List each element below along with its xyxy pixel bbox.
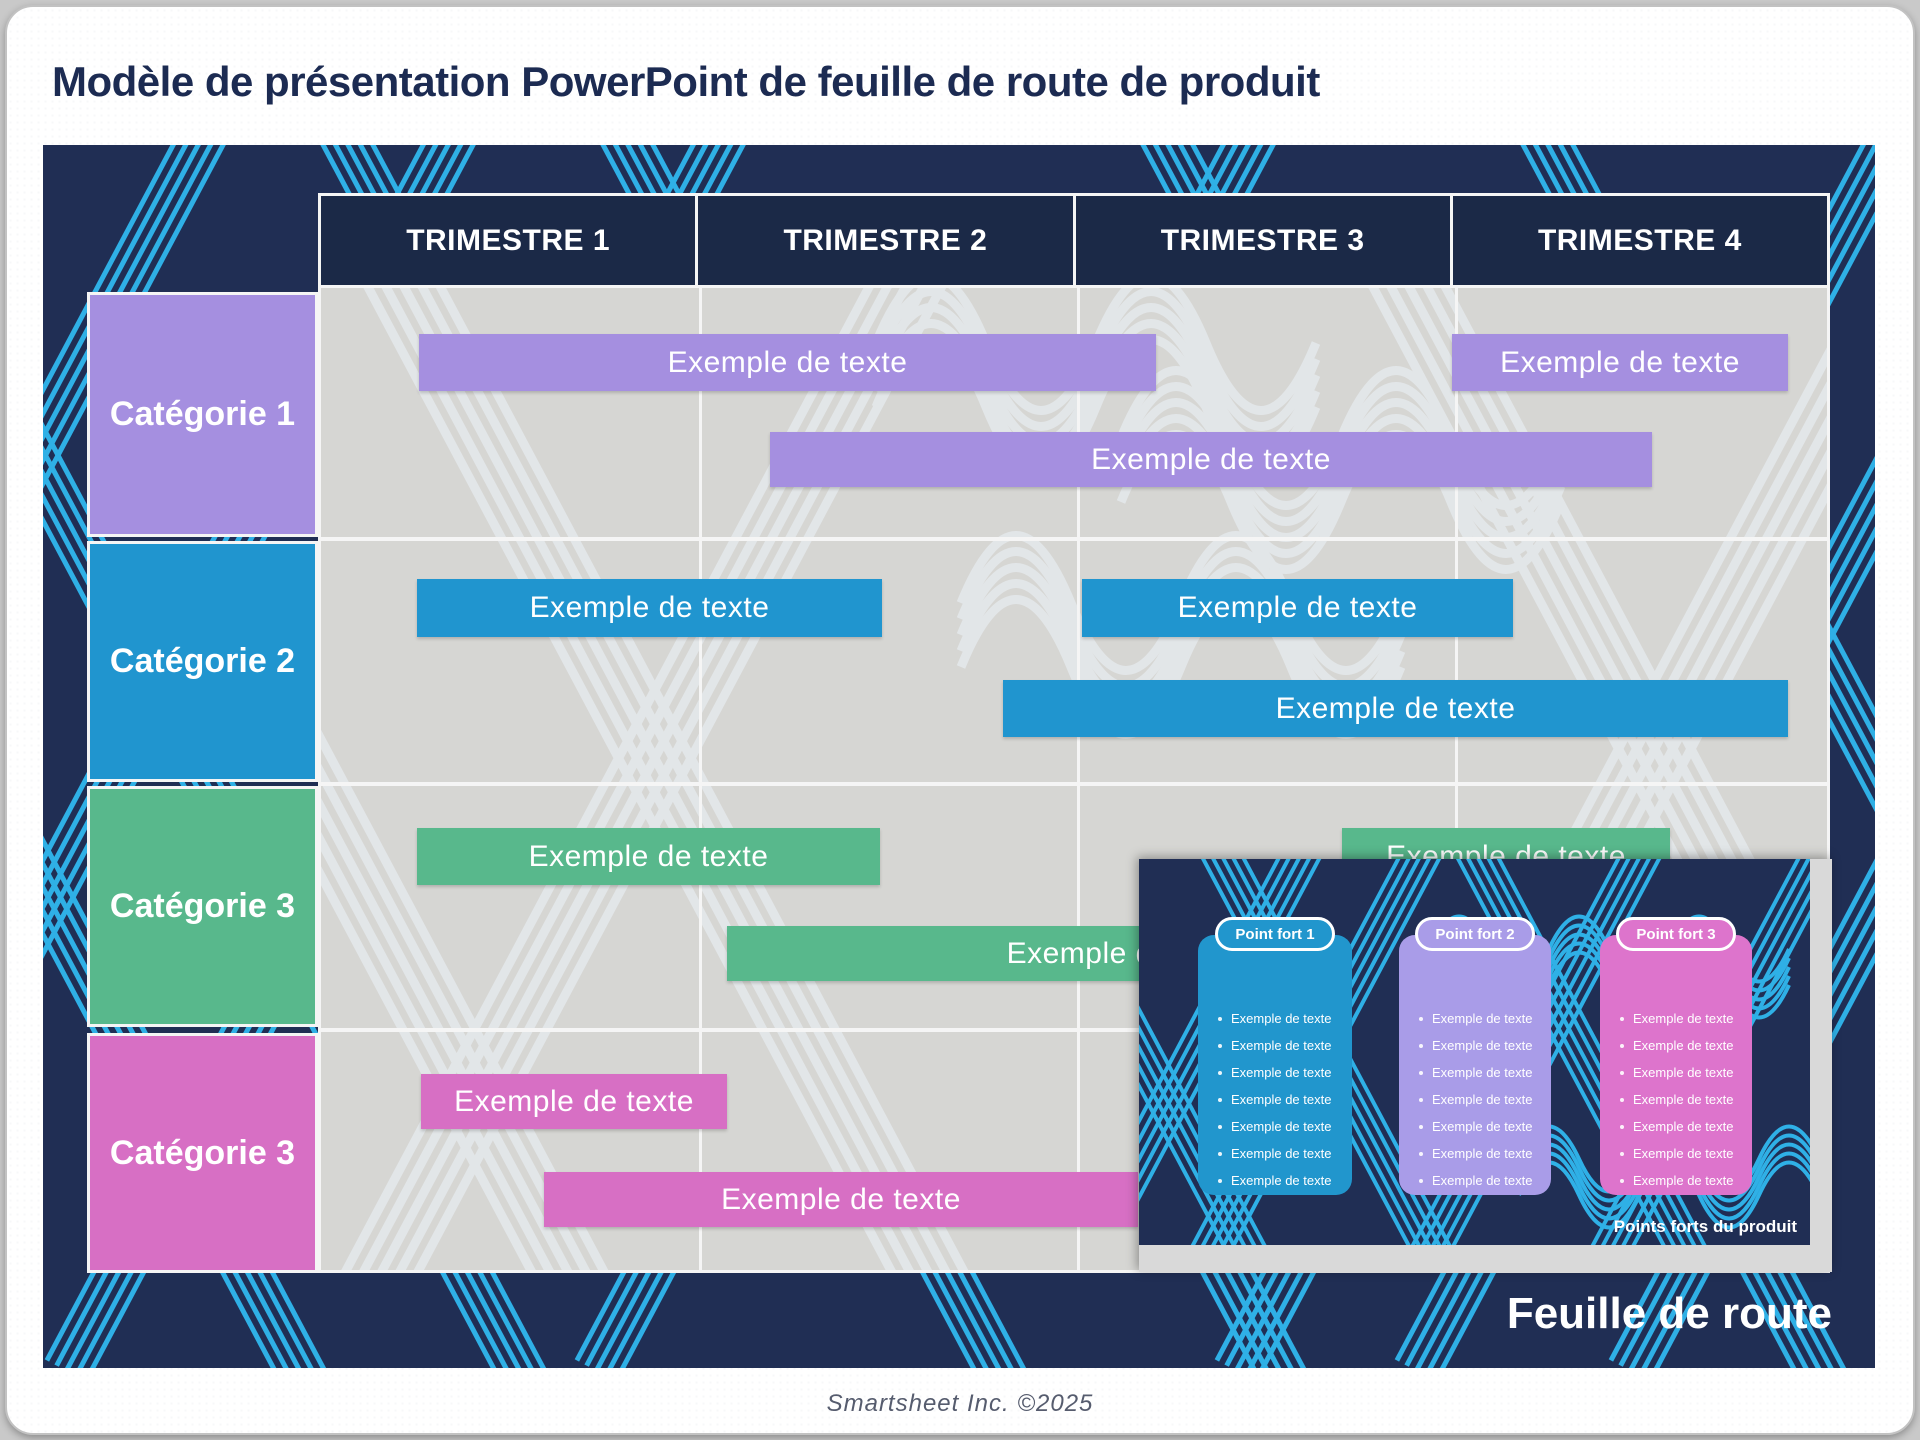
category-label: Catégorie 3 [109,1133,296,1172]
highlight-item: Exemple de texte [1618,1140,1746,1167]
category-label: Catégorie 2 [109,642,296,680]
grid-column-line [1455,288,1458,1270]
highlight-item: Exemple de texte [1417,1167,1545,1194]
slide-caption: Feuille de route [1506,1289,1832,1338]
highlight-item: Exemple de texte [1618,1113,1746,1140]
grid-column-line [699,288,702,1270]
highlight-item: Exemple de texte [1618,1086,1746,1113]
highlight-item: Exemple de texte [1216,1167,1346,1194]
grid-row-line [321,782,1827,786]
highlight-pill: Point fort 3 [1616,917,1736,951]
category-box-1: Catégorie 1 [87,292,318,537]
grid-column-line [1077,288,1080,1270]
highlight-item: Exemple de texte [1216,1140,1346,1167]
highlight-item: Exemple de texte [1618,1032,1746,1059]
highlight-item: Exemple de texte [1216,1086,1346,1113]
category-box-3: Catégorie 3 [87,786,318,1027]
grid-row-line [321,537,1827,541]
highlight-item: Exemple de texte [1417,1086,1545,1113]
quarter-header-1: TRIMESTRE 1 [321,196,696,285]
highlight-item: Exemple de texte [1216,1113,1346,1140]
quarter-header-3: TRIMESTRE 3 [1075,196,1450,285]
category-label: Catégorie 1 [109,395,296,433]
roadmap-slide: TRIMESTRE 1 TRIMESTRE 2 TRIMESTRE 3 TRIM… [43,145,1875,1368]
highlight-pill: Point fort 2 [1415,917,1535,951]
quarter-header-2: TRIMESTRE 2 [698,196,1073,285]
roadmap-bar: Exemple de texte [544,1172,1138,1227]
copyright-footer: Smartsheet Inc. ©2025 [826,1390,1094,1417]
highlight-item: Exemple de texte [1618,1167,1746,1194]
highlight-item: Exemple de texte [1417,1059,1545,1086]
category-box-2: Catégorie 2 [87,541,318,782]
highlight-item: Exemple de texte [1216,1059,1346,1086]
grid-row-line [321,1028,1827,1032]
highlight-item: Exemple de texte [1216,1005,1346,1032]
inset-caption: Points forts du produit [1613,1217,1797,1236]
roadmap-bar: Exemple de texte [770,432,1652,487]
roadmap-bar: Exemple de texte [417,579,882,637]
roadmap-bar: Exemple de texte [417,828,880,885]
roadmap-bar: Exemple de texte [421,1074,727,1129]
highlight-item: Exemple de texte [1417,1140,1545,1167]
roadmap-bar: Exemple de texte [1082,579,1513,637]
roadmap-bar: Exemple de texte [1452,334,1788,391]
highlight-item: Exemple de texte [1417,1005,1545,1032]
highlight-item: Exemple de texte [1216,1032,1346,1059]
roadmap-bar: Exemple de texte [1003,680,1788,737]
highlight-item: Exemple de texte [1417,1032,1545,1059]
highlight-item: Exemple de texte [1618,1005,1746,1032]
highlight-item: Exemple de texte [1618,1059,1746,1086]
roadmap-bar: Exemple de texte [419,334,1156,391]
category-label: Catégorie 3 [109,887,296,925]
highlight-pill: Point fort 1 [1215,917,1335,951]
page-title: Modèle de présentation PowerPoint de feu… [52,58,1320,105]
category-box-4: Catégorie 3 [87,1033,318,1273]
quarter-header-4: TRIMESTRE 4 [1452,196,1827,285]
highlight-item: Exemple de texte [1417,1113,1545,1140]
quarter-header-row: TRIMESTRE 1 TRIMESTRE 2 TRIMESTRE 3 TRIM… [318,193,1830,288]
